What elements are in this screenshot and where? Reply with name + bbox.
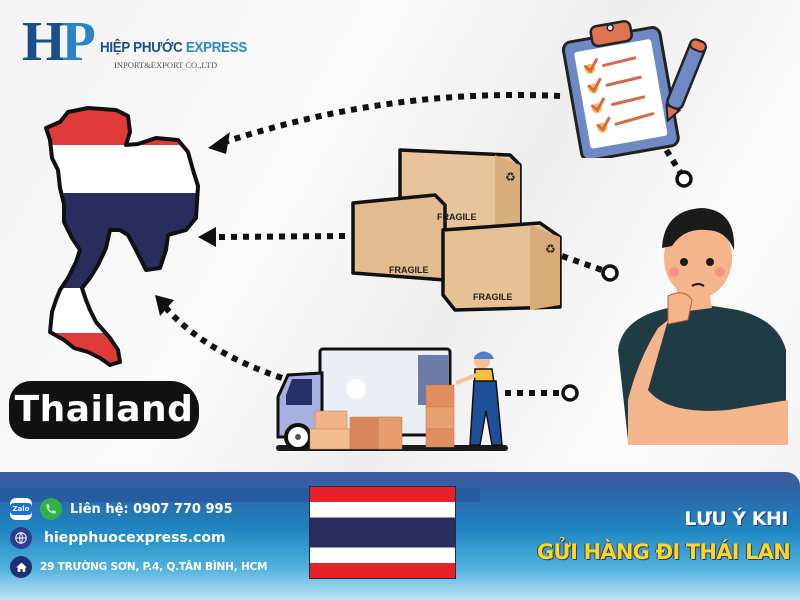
- logo-h: H: [22, 11, 66, 73]
- contact-website-row: hiepphuocexpress.com: [10, 527, 226, 549]
- zalo-icon[interactable]: Zalo: [10, 498, 32, 520]
- delivery-truck-icon: [276, 347, 508, 451]
- logo-p: P: [61, 11, 96, 73]
- contact-phone-row: Zalo Liên hệ: 0907 770 995: [10, 498, 233, 520]
- contact-address-row: 29 TRƯỜNG SƠN, P.4, Q.TÂN BÌNH, HCM: [10, 556, 267, 578]
- box-label: FRAGILE: [389, 265, 429, 275]
- logo-name-main: HIỆP PHƯỚC: [100, 40, 186, 56]
- headline-line-1: LƯU Ý KHI: [684, 508, 788, 530]
- globe-icon: [10, 527, 32, 549]
- company-logo: HP HIỆP PHƯỚC EXPRESS INPORT&EXPORT CO.,…: [22, 14, 252, 70]
- cardboard-boxes-icon: FRAGILE FRAGILE FRAGILE ♻ ♻: [351, 148, 562, 312]
- logo-company-name: HIỆP PHƯỚC EXPRESS: [100, 40, 247, 56]
- thailand-map-icon: [44, 106, 200, 367]
- zalo-label: Zalo: [10, 503, 32, 515]
- headline-line-2: GỬI HÀNG ĐI THÁI LAN: [536, 540, 791, 564]
- logo-monogram: HP: [22, 11, 96, 73]
- home-icon: [10, 556, 32, 578]
- connector-arrows: [155, 92, 693, 402]
- thailand-label: Thailand: [9, 381, 199, 439]
- contact-address: 29 TRƯỜNG SƠN, P.4, Q.TÂN BÌNH, HCM: [40, 561, 268, 573]
- box-label: FRAGILE: [473, 292, 513, 302]
- contact-website[interactable]: hiepphuocexpress.com: [44, 530, 226, 546]
- box-label: FRAGILE: [437, 212, 477, 222]
- contact-phone[interactable]: Liên hệ: 0907 770 995: [70, 501, 233, 517]
- thailand-flag: [309, 486, 456, 579]
- thinking-man-icon: [618, 208, 788, 445]
- logo-name-accent: EXPRESS: [185, 40, 247, 56]
- clipboard-checklist-icon: [561, 20, 707, 158]
- phone-icon[interactable]: [40, 498, 62, 520]
- svg-text:♻: ♻: [505, 170, 516, 184]
- svg-text:♻: ♻: [545, 242, 556, 256]
- logo-subtitle: INPORT&EXPORT CO.,LTD: [114, 60, 218, 70]
